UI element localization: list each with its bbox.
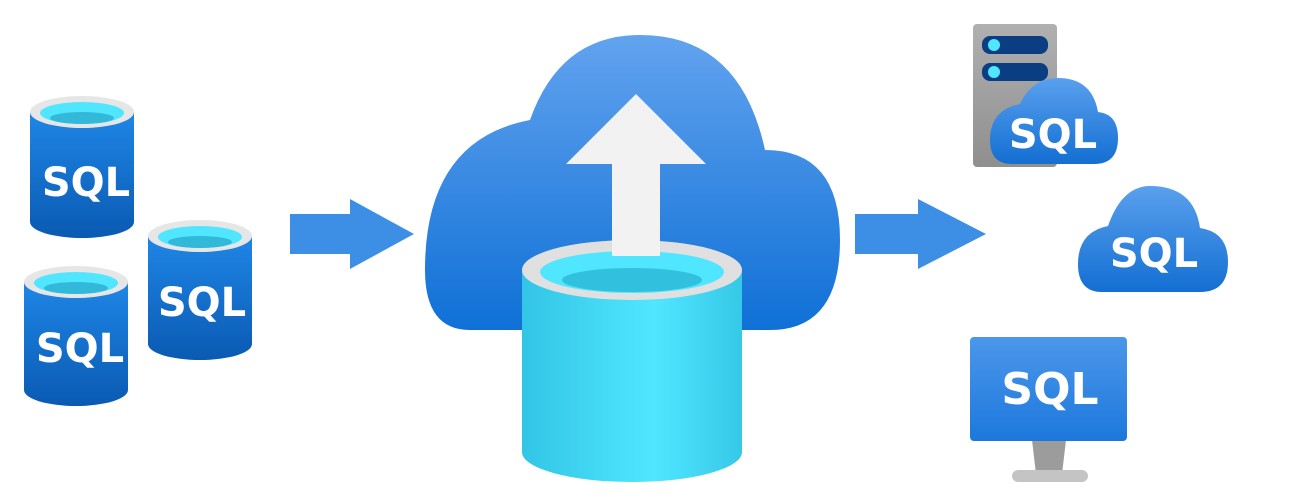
source-db-2: SQL xyxy=(148,220,252,360)
monitor-icon xyxy=(970,337,1127,441)
sql-monitor-target: SQL xyxy=(970,337,1127,482)
source-db-2-label: SQL xyxy=(158,280,246,326)
sql-cloud-target: SQL xyxy=(1078,186,1228,292)
sql-vm-target: SQL xyxy=(973,24,1118,167)
upload-arrow-icon xyxy=(566,94,706,256)
cloud-upload-migration-icon xyxy=(425,35,840,482)
arrow-right-icon xyxy=(855,199,986,269)
source-db-3-label: SQL xyxy=(36,326,124,372)
source-db-3: SQL xyxy=(24,266,128,406)
sql-vm-target-label: SQL xyxy=(1009,112,1097,158)
cloud-icon xyxy=(990,78,1118,164)
source-db-1-label: SQL xyxy=(42,160,130,206)
source-db-1: SQL xyxy=(30,96,134,238)
cloud-icon xyxy=(1078,186,1228,292)
arrow-right-icon xyxy=(290,199,414,269)
sql-cloud-target-label: SQL xyxy=(1110,231,1198,277)
sql-monitor-target-label: SQL xyxy=(1001,364,1098,415)
